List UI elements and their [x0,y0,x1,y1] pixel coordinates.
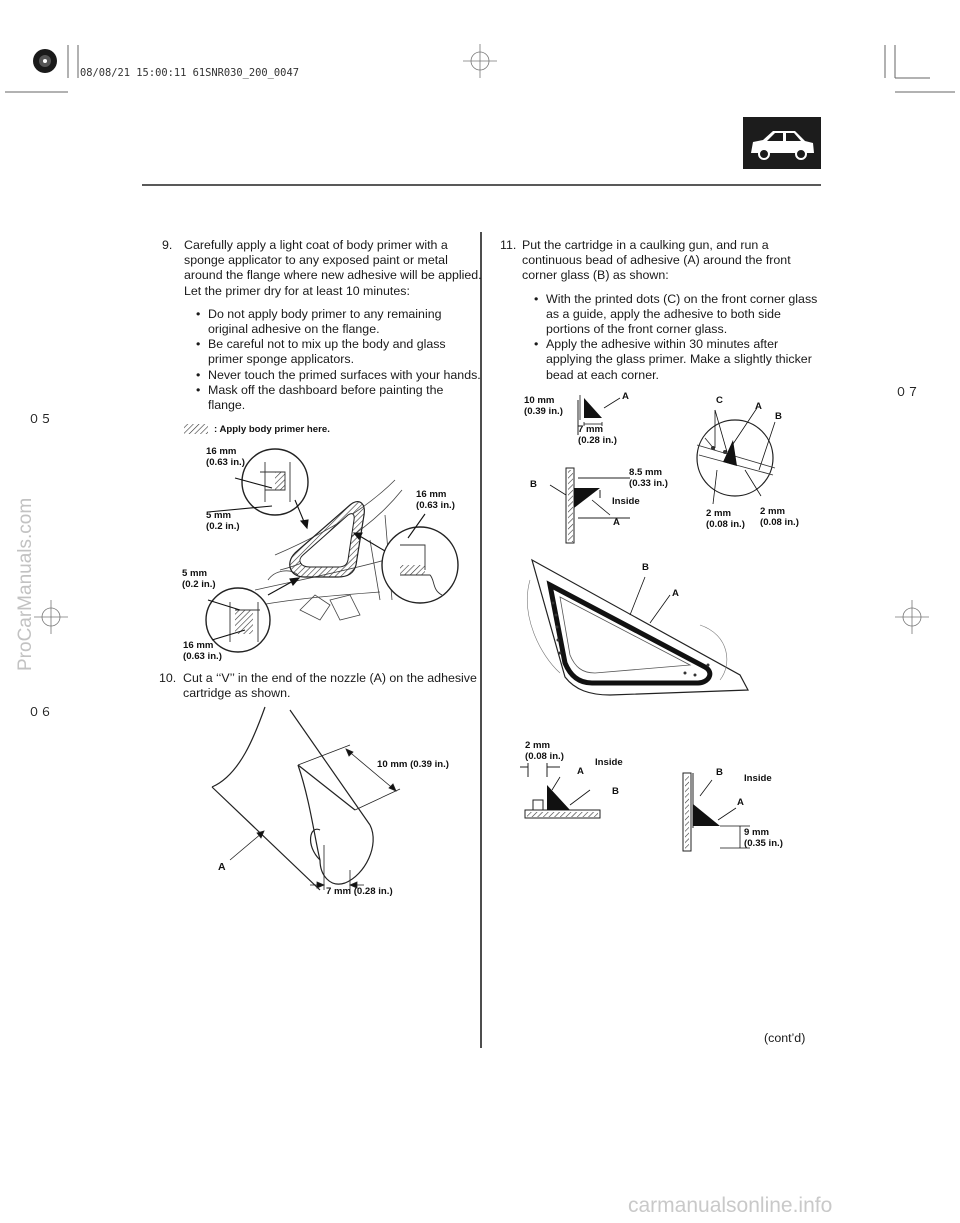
step-text: Put the cartridge in a caulking gun, and… [522,238,791,283]
dimension-label: 2 mm (0.08 in.) [706,508,745,530]
inside-label: Inside [612,496,640,507]
dimension-label: 5 mm (0.2 in.) [182,568,216,590]
crosshair-icon [34,600,68,634]
bead-section-diagram [549,395,630,544]
step-number: 11. [500,238,517,252]
page-tab-marker: ０５ [28,412,53,426]
step-number: 9. [162,238,173,252]
dimension-label: 2 mm (0.08 in.) [525,740,564,762]
crosshair-icon [895,600,929,634]
step-9: 9. Carefully apply a light coat of body … [162,238,482,413]
corner-glass-diagram [527,558,749,696]
primer-legend: : Apply body primer here. [214,424,330,435]
nozzle-diagram [211,706,401,891]
part-label-a: A [737,797,744,808]
primer-diagram [184,424,459,653]
part-label-a: A [622,391,629,402]
car-section-icon [743,117,821,169]
side-watermark: ProCarManuals.com [15,497,36,671]
registration-target-icon [33,49,57,73]
dimension-label: 10 mm (0.39 in.) [377,759,449,770]
hatch-legend-icon [184,424,208,434]
dimension-label: 16 mm (0.63 in.) [206,446,245,468]
bullet-item: Mask off the dashboard before painting t… [196,383,482,413]
page-tab-marker: ０７ [895,385,920,399]
timestamp: 08/08/21 15:00:11 61SNR030_200_0047 [80,67,299,79]
dimension-label: 9 mm (0.35 in.) [744,827,783,849]
part-label-b: B [775,411,782,422]
part-label-a: A [755,401,762,412]
dimension-label: 16 mm (0.63 in.) [183,640,222,662]
continued-label: (cont’d) [764,1031,806,1045]
dimension-label: 10 mm (0.39 in.) [524,395,563,417]
dimension-label: 7 mm (0.28 in.) [578,424,617,446]
step-10: 10. Cut a ‘‘V’’ in the end of the nozzle… [159,671,479,701]
part-label-a: A [672,588,679,599]
part-label-b: B [642,562,649,573]
bead-section-diagram [520,763,601,819]
part-label-b: B [716,767,723,778]
part-label-a: A [613,517,620,528]
part-label-c: C [716,395,723,406]
footer-watermark: carmanualsonline.info [628,1194,833,1217]
dimension-label: 8.5 mm (0.33 in.) [629,467,668,489]
bullet-item: Do not apply body primer to any remainin… [196,307,482,337]
bead-section-diagram [682,772,750,852]
part-label-b: B [612,786,619,797]
part-label-a: A [218,861,226,873]
bullet-item: Be careful not to mix up the body and gl… [196,337,482,367]
dimension-label: 5 mm (0.2 in.) [206,510,240,532]
page-tab-marker: ０６ [28,705,53,719]
bullet-item: Apply the adhesive within 30 minutes aft… [534,337,820,383]
part-label-a: A [577,766,584,777]
inside-label: Inside [595,757,623,768]
crosshair-icon [463,44,497,78]
dimension-label: 2 mm (0.08 in.) [760,506,799,528]
bullet-item: Never touch the primed surfaces with you… [196,368,482,383]
step-text: Carefully apply a light coat of body pri… [184,238,482,298]
step-number: 10. [159,671,177,685]
printed-dots-diagram [696,407,776,505]
inside-label: Inside [744,773,772,784]
step-text: Cut a ‘‘V’’ in the end of the nozzle (A)… [183,671,477,701]
part-label-b: B [530,479,537,490]
dimension-label: 16 mm (0.63 in.) [416,489,455,511]
step-11: 11. Put the cartridge in a caulking gun,… [500,238,820,383]
dimension-label: 7 mm (0.28 in.) [326,886,393,897]
bullet-item: With the printed dots (C) on the front c… [534,292,820,338]
